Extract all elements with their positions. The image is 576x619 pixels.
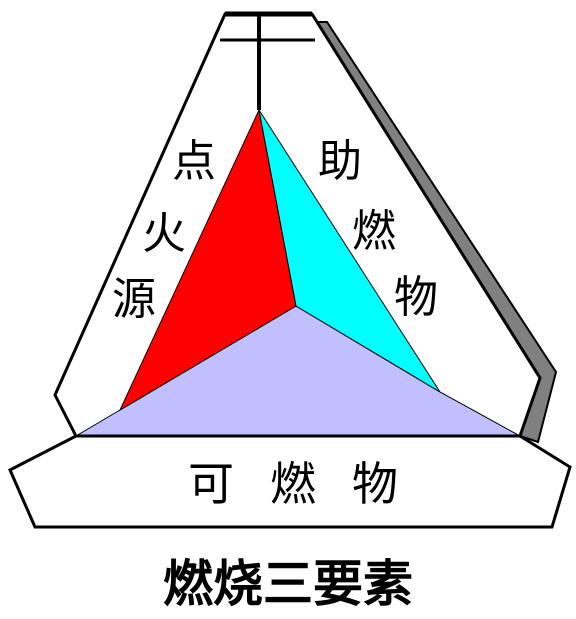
oxidizer-face [258, 109, 441, 393]
ignition-label-char-2: 火 [142, 208, 186, 259]
base-edge [519, 435, 571, 468]
fuel-label-char-1: 可 [188, 457, 234, 511]
ignition-label-char-1: 点 [172, 136, 216, 187]
oxidizer-label-char-1: 助 [318, 136, 362, 187]
diagram-title: 燃烧三要素 [163, 555, 413, 613]
oxidizer-label-char-2: 燃 [352, 206, 396, 257]
ignition-label-char-3: 源 [112, 274, 156, 325]
fuel-label-char-2: 燃 [270, 457, 316, 511]
oxidizer-label-char-3: 物 [394, 272, 438, 323]
fuel-label-char-3: 物 [352, 457, 398, 511]
